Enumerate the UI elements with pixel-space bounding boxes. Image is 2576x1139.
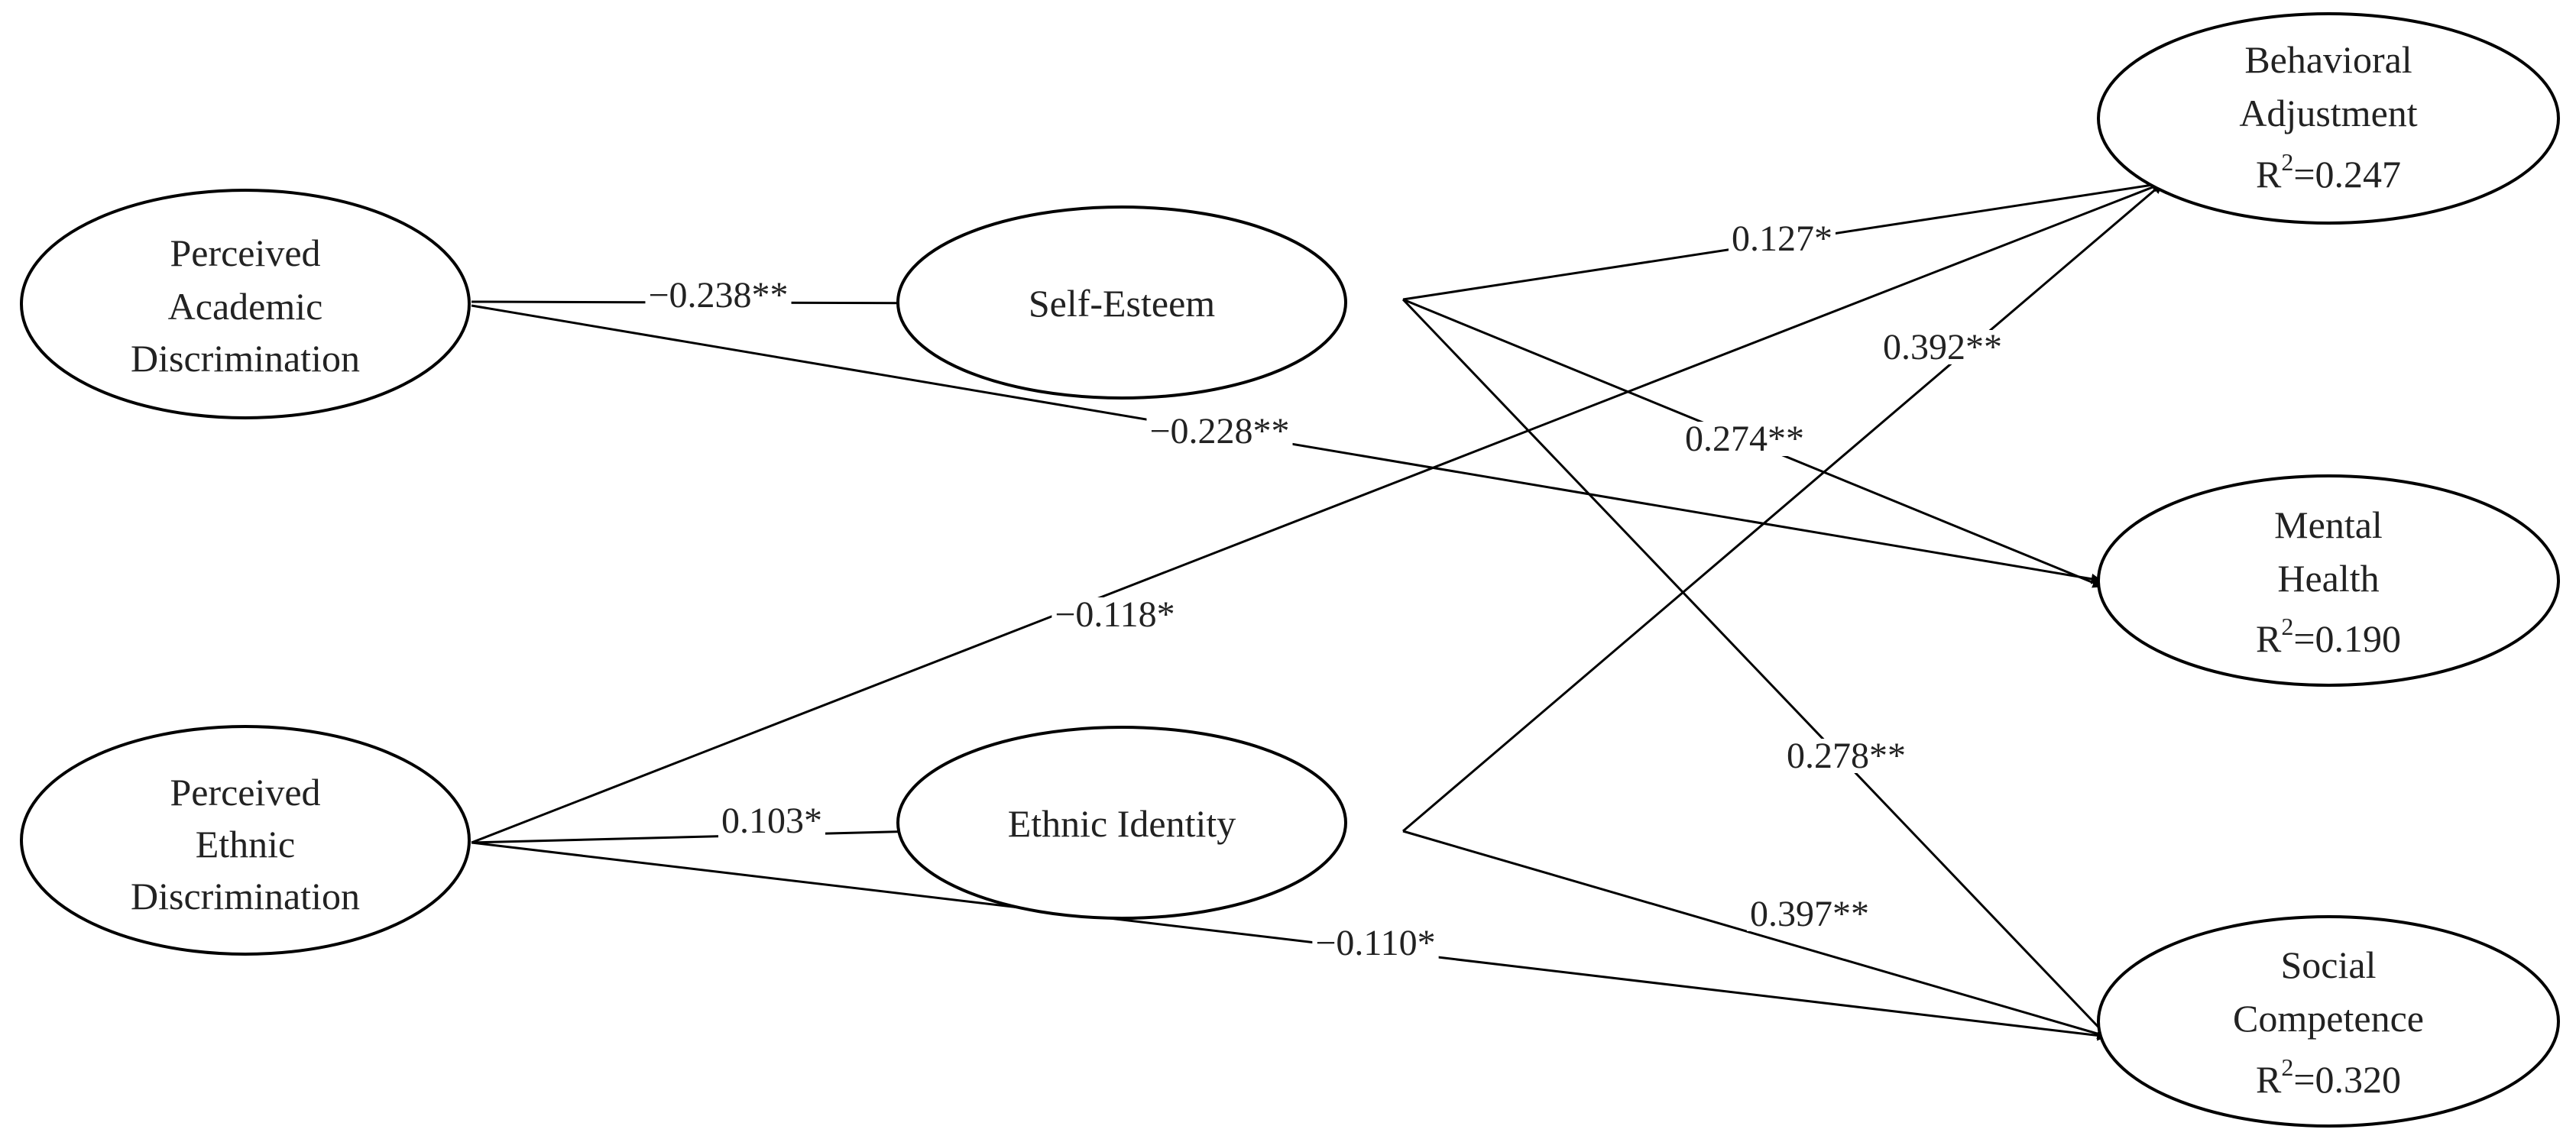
coefficient-label-background [1729, 222, 1836, 256]
svg-text:Adjustment: Adjustment [2239, 92, 2417, 134]
path-coefficient-ped-to-ba: −0.118* [1051, 594, 1178, 635]
node-label-line: Competence [2233, 997, 2424, 1040]
node-behavioral-adjustment: Behavioral Adjustment R2=0.247 [2097, 12, 2560, 225]
node-self-esteem: Self-Esteem [896, 205, 1347, 400]
coefficient-label: 0.397** [1750, 894, 1869, 934]
svg-text:Behavioral: Behavioral [2244, 38, 2412, 81]
node-ethnic-identity: Ethnic Identity [896, 726, 1347, 920]
node-mental-health: Mental Health R2=0.190 [2097, 474, 2560, 687]
path-arrow-ei-to-ba [1402, 182, 2163, 833]
node-perceived-academic-discrimination: Perceived Academic Discrimination [20, 189, 471, 419]
path-arrow-ped-to-ei [471, 825, 950, 844]
coefficient-label: −0.238** [648, 275, 788, 315]
coefficient-label: −0.110* [1315, 923, 1435, 963]
coefficient-label: −0.228** [1149, 411, 1289, 451]
coefficient-label-background [1051, 597, 1178, 632]
coefficient-label: 0.392** [1883, 327, 2002, 367]
node-label-line: Academic [168, 285, 323, 328]
svg-text:Self-Esteem: Self-Esteem [1029, 282, 1215, 325]
svg-text:Competence: Competence [2233, 997, 2424, 1040]
r-squared-label: R2=0.247 [2256, 148, 2401, 196]
coefficient-label-background [645, 278, 792, 312]
path-arrow-ei-to-sc [1402, 830, 2108, 1039]
coefficient-label-background [1312, 926, 1439, 960]
r-squared-label: R2=0.320 [2256, 1053, 2401, 1101]
coefficient-label: 0.103* [721, 801, 822, 841]
node-social-competence: Social Competence R2=0.320 [2097, 915, 2560, 1128]
edges [471, 180, 2163, 1041]
coefficient-label: 0.278** [1787, 736, 1906, 776]
r-squared-label: R2=0.190 [2256, 613, 2401, 660]
path-coefficient-pad-to-mh: −0.228** [1146, 411, 1293, 451]
coefficient-label: 0.274** [1685, 419, 1804, 459]
node-label-line: Social [2281, 943, 2377, 986]
path-coefficient-ei-to-sc: 0.397** [1747, 894, 1872, 934]
path-coefficient-se-to-mh: 0.274** [1682, 419, 1807, 459]
node-label-line: Discrimination [131, 875, 360, 917]
coefficient-label: 0.127* [1732, 218, 1832, 259]
svg-text:Health: Health [2277, 557, 2379, 600]
node-label-line: Ethnic Identity [1008, 802, 1236, 845]
node-label-line: Mental [2274, 503, 2383, 546]
path-coefficient-ped-to-sc: −0.110* [1312, 923, 1439, 963]
svg-text:Academic: Academic [168, 285, 323, 328]
coefficient-label-background [1146, 414, 1293, 448]
svg-text:Perceived: Perceived [170, 231, 320, 274]
node-label-line: Behavioral [2244, 38, 2412, 81]
svg-text:Discrimination: Discrimination [131, 875, 360, 917]
node-label-line: Health [2277, 557, 2379, 600]
path-coefficient-se-to-sc: 0.278** [1784, 736, 1909, 776]
node-label-line: Ethnic [196, 823, 296, 866]
path-coefficient-ei-to-ba: 0.392** [1880, 327, 2005, 367]
svg-text:Mental: Mental [2274, 503, 2383, 546]
coefficient-label: −0.118* [1055, 594, 1175, 635]
coefficient-label-background [1682, 422, 1807, 456]
coefficient-label-background [1880, 330, 2005, 364]
node-label-line: Perceived [170, 231, 320, 274]
svg-text:Ethnic: Ethnic [196, 823, 296, 866]
node-label-line: Discrimination [131, 337, 360, 380]
coefficient-label-background [1784, 739, 1909, 773]
node-perceived-ethnic-discrimination: Perceived Ethnic Discrimination [20, 725, 471, 956]
coefficient-label-background [718, 804, 825, 838]
node-label-line: Adjustment [2239, 92, 2417, 134]
svg-text:Perceived: Perceived [170, 771, 320, 814]
svg-text:Discrimination: Discrimination [131, 337, 360, 380]
path-coefficient-se-to-ba: 0.127* [1729, 218, 1836, 259]
path-arrow-ped-to-sc [471, 841, 2108, 1041]
path-coefficient-ped-to-ei: 0.103* [718, 801, 825, 841]
path-arrow-se-to-sc [1401, 298, 2109, 1038]
svg-text:Social: Social [2281, 943, 2377, 986]
svg-text:Ethnic Identity: Ethnic Identity [1008, 802, 1236, 845]
edge-labels: −0.238** −0.228** 0.127* 0.274** 0.278** −0.1… [645, 218, 2005, 963]
node-label-line: Self-Esteem [1029, 282, 1215, 325]
coefficient-label-background [1747, 897, 1872, 931]
path-coefficient-pad-to-se: −0.238** [645, 275, 792, 315]
path-arrow-ped-to-ba [471, 182, 2163, 844]
node-label-line: Perceived [170, 771, 320, 814]
